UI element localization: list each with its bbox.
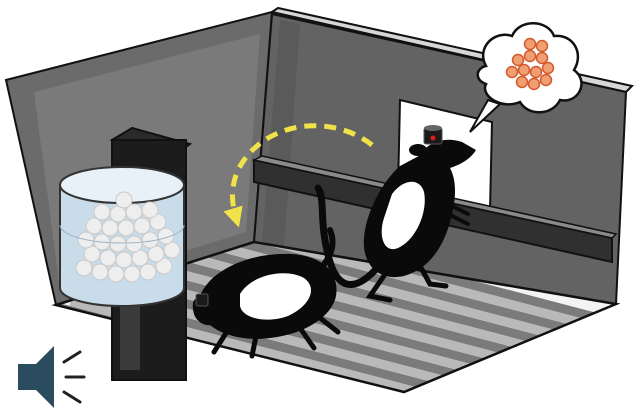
pellet <box>117 219 135 237</box>
pellet <box>93 203 111 221</box>
pellet <box>91 263 109 281</box>
pellet <box>99 249 117 267</box>
thought-pellet <box>505 65 519 79</box>
pellet <box>141 201 159 219</box>
thought-pellet <box>523 49 537 63</box>
rat-rearing-at-panel <box>314 125 476 303</box>
rat-eating-at-trough <box>192 227 341 359</box>
reservoir-pellets <box>75 191 181 283</box>
pellet <box>85 217 103 235</box>
pellet <box>149 213 167 231</box>
yellow-dashed-arrow <box>223 123 374 228</box>
speaker-icon <box>18 346 86 408</box>
pellet <box>107 265 125 283</box>
pellet <box>139 263 157 281</box>
food-pellet-icon <box>505 37 555 91</box>
pellet <box>133 217 151 235</box>
thought-bubble-pellets <box>469 22 583 133</box>
pellet <box>115 251 133 269</box>
pellet <box>115 191 133 209</box>
pellet-dispenser <box>59 126 193 381</box>
pellet <box>109 235 127 253</box>
thought-pellet <box>541 61 555 75</box>
thought-pellet <box>515 75 529 89</box>
pellet <box>123 265 141 283</box>
thought-pellet <box>527 77 541 91</box>
thought-pellet <box>511 53 525 67</box>
thought-pellet <box>523 37 537 51</box>
thought-pellet <box>517 63 531 77</box>
pellet <box>75 259 93 277</box>
pellet-reservoir <box>59 166 185 307</box>
pellet <box>155 257 173 275</box>
thought-pellet <box>535 51 549 65</box>
pellet <box>157 227 175 245</box>
thought-pellet <box>539 73 553 87</box>
pellet <box>101 219 119 237</box>
headstage-led <box>430 135 436 141</box>
back-wall-shade <box>262 20 300 248</box>
thought-pellet <box>535 39 549 53</box>
pellet <box>125 235 143 253</box>
thought-pellet <box>529 65 543 79</box>
